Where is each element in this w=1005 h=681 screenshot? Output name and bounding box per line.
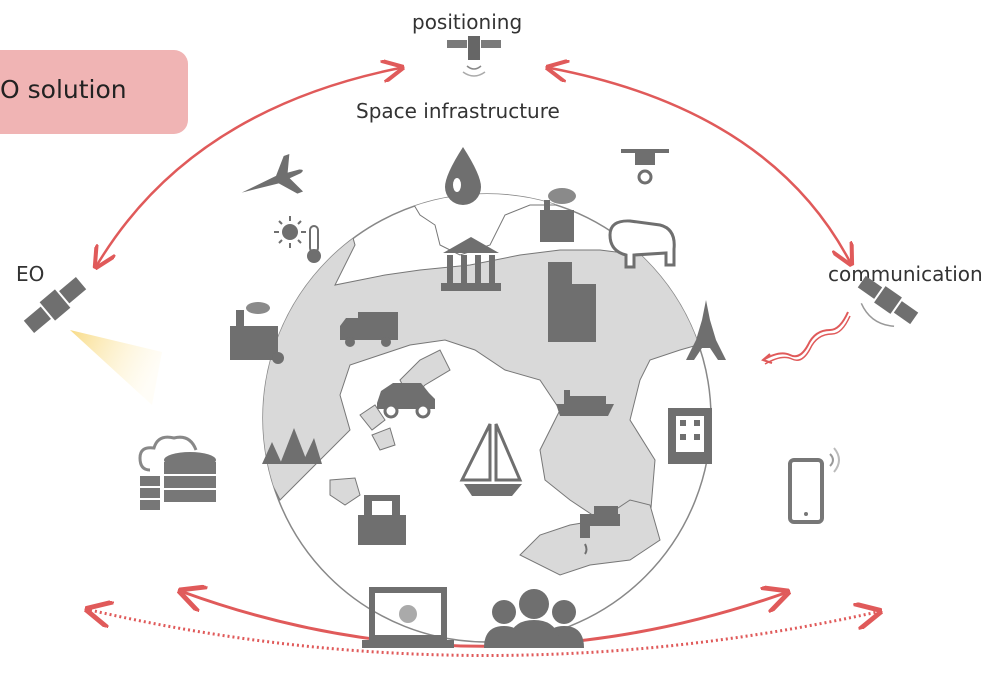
eiffel-tower-icon: [686, 300, 726, 360]
sun-icon: [274, 216, 306, 248]
people-icon: [484, 589, 584, 648]
cloud-database-icon: [138, 435, 216, 510]
government-building-icon: [441, 237, 501, 291]
arrow-positioning-communication: [550, 68, 850, 262]
truck-icon: [340, 312, 398, 347]
power-plant-icon: [230, 302, 284, 364]
sailboat-icon: [459, 423, 523, 496]
arrow-positioning-eo: [97, 68, 400, 265]
airplane-icon: [241, 153, 304, 194]
eo-satellite-icon: [23, 277, 162, 405]
factory-icon: [540, 188, 576, 242]
water-tap-icon: [580, 506, 620, 555]
eo-label: EO: [16, 262, 45, 286]
office-building-icon: [548, 262, 596, 342]
laptop-icon: [362, 587, 454, 648]
positioning-satellite-icon: [447, 36, 501, 77]
water-drop-icon: [445, 147, 481, 205]
hospital-building-icon: [668, 408, 712, 464]
smartphone-icon: [788, 447, 840, 524]
communication-wave: [762, 311, 849, 361]
arrow-bottom-dotted: [90, 610, 877, 657]
cargo-ship-icon: [556, 390, 614, 416]
car-icon: [377, 383, 435, 419]
connection-arrows: [90, 68, 877, 657]
drone-icon: [621, 149, 669, 185]
hippo-icon: [608, 219, 676, 269]
school-building-icon: [358, 495, 406, 545]
forest-icon: [262, 428, 322, 464]
thermometer-icon: [307, 225, 321, 263]
communication-satellite-icon: [857, 275, 919, 327]
positioning-label: positioning: [412, 10, 523, 34]
